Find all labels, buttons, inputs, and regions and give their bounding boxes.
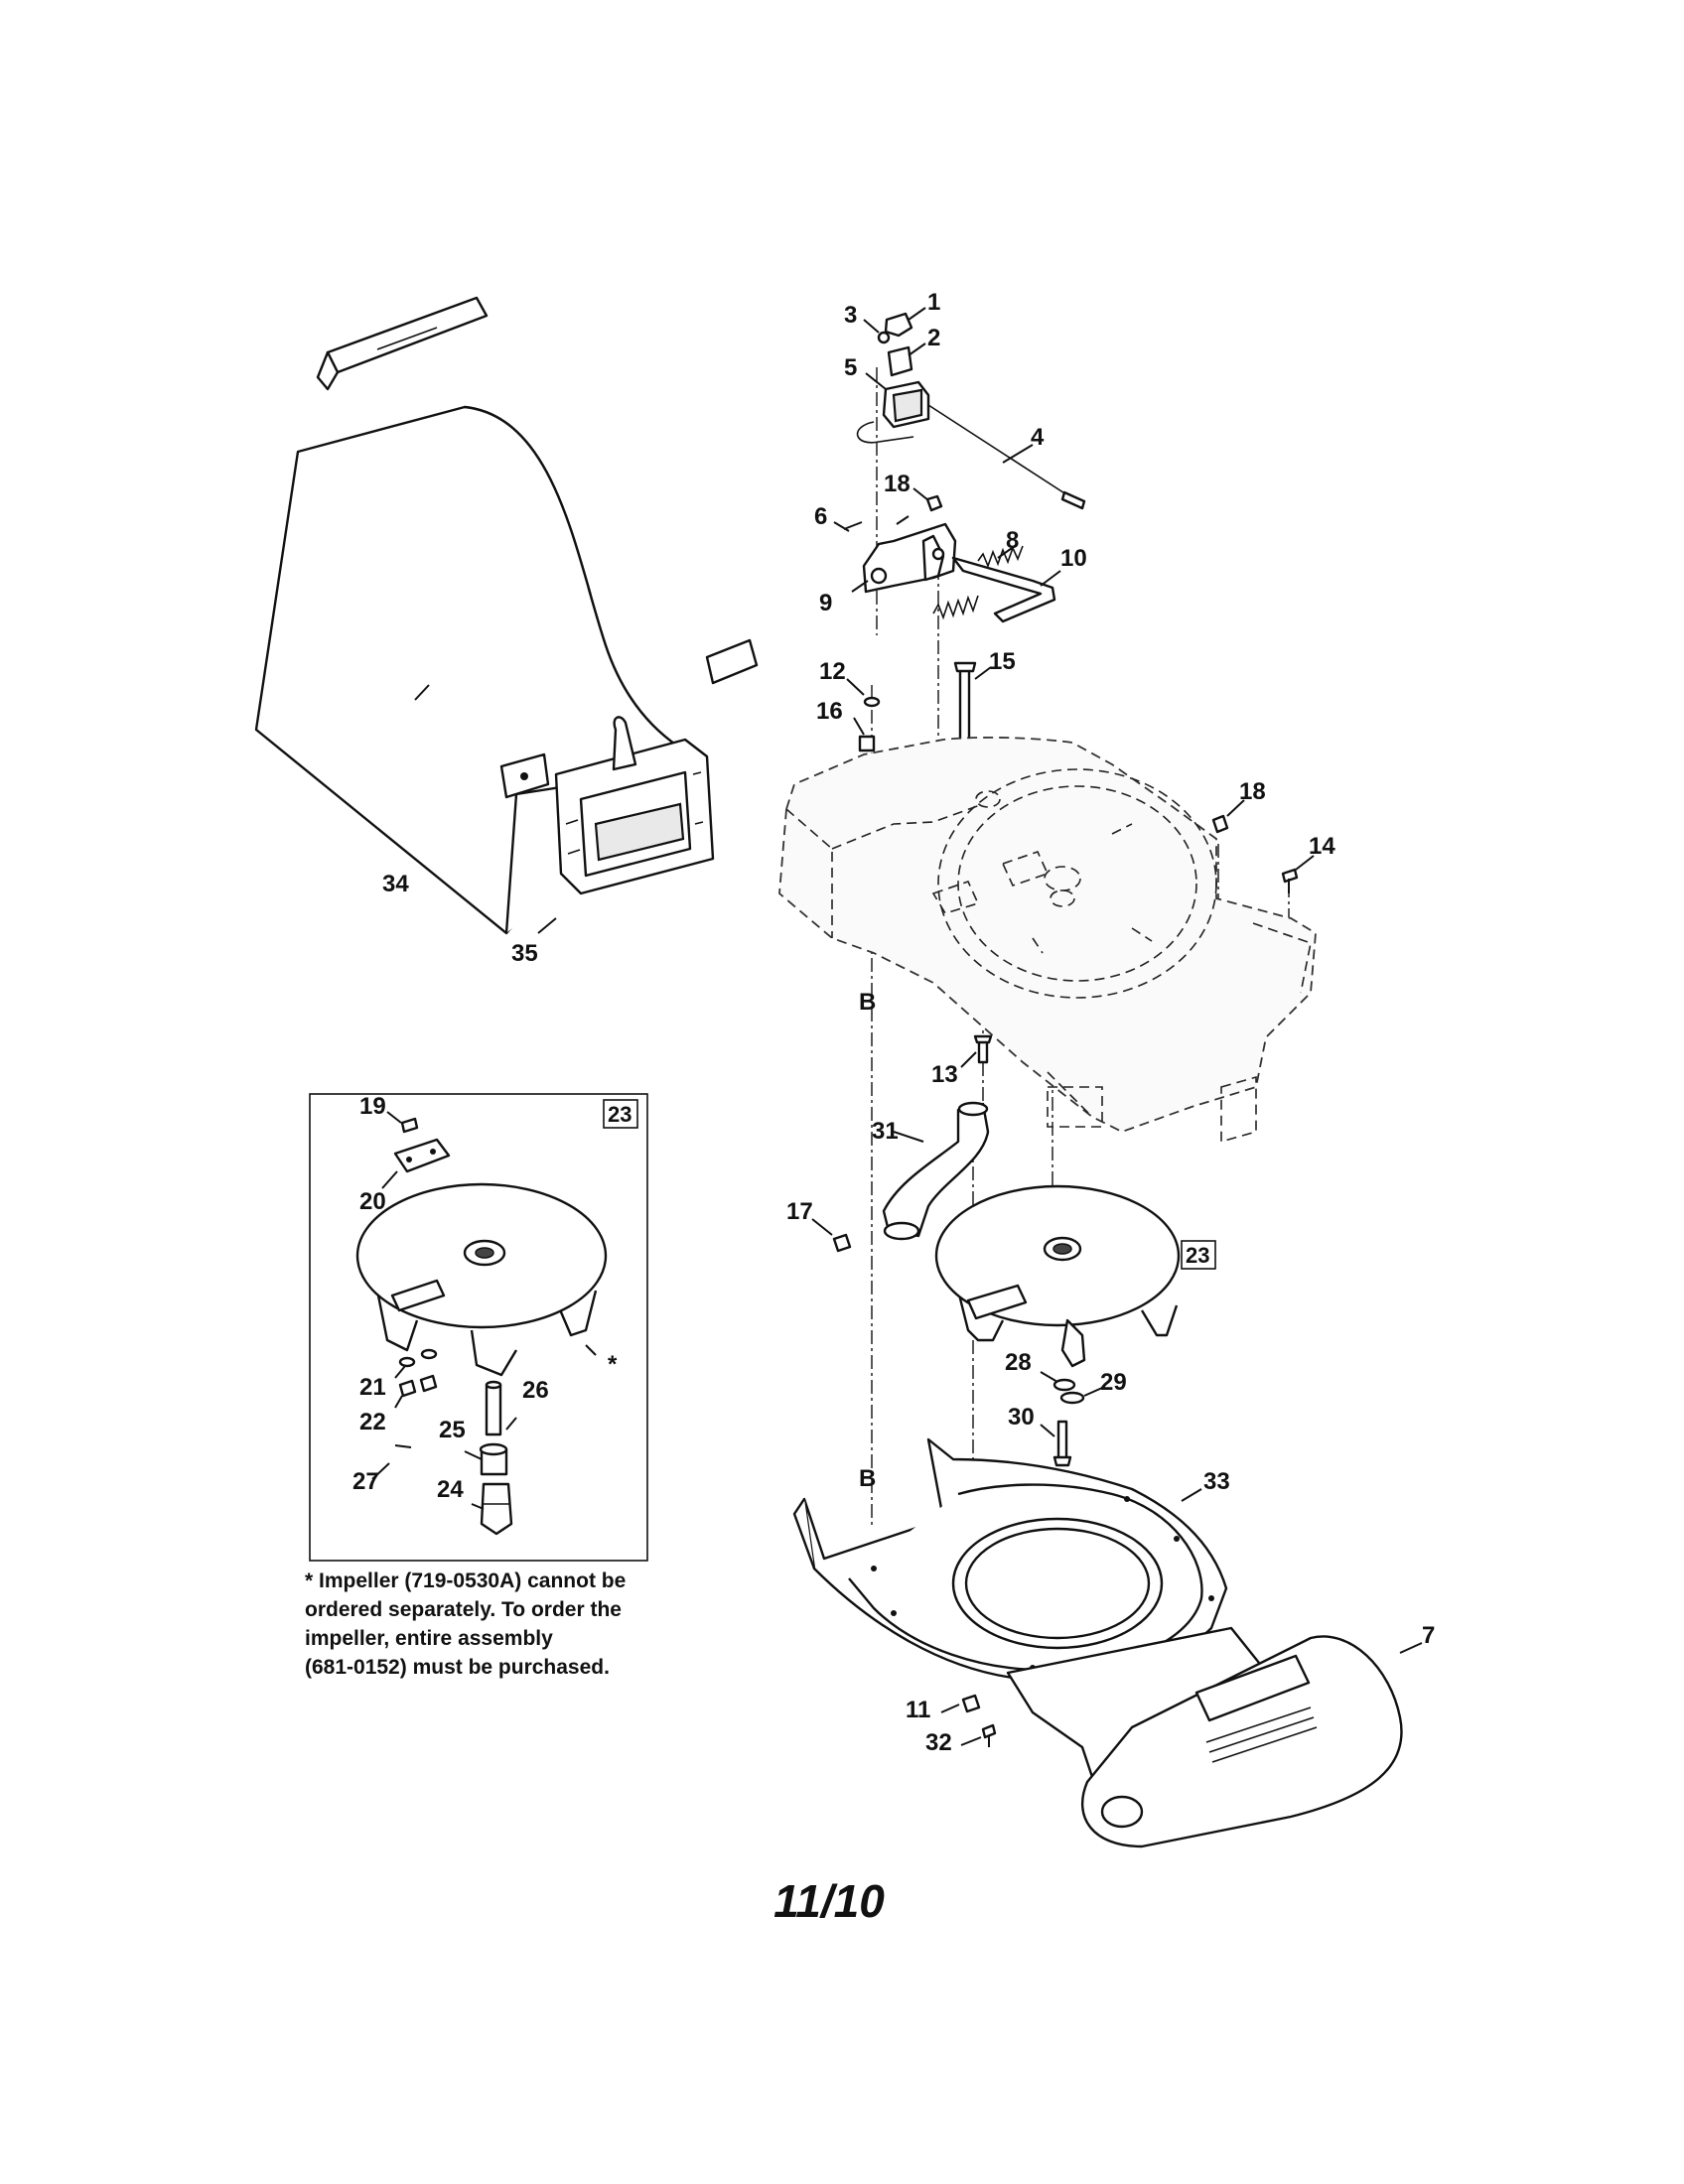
nut-11 (961, 1694, 981, 1713)
inset-detail-box (309, 1093, 648, 1562)
bolt-30 (1052, 1420, 1072, 1467)
inset-shaft-26 (485, 1380, 502, 1436)
callout-28: 28 (1005, 1349, 1032, 1376)
switch-housing-5 (856, 380, 930, 444)
callout-12: 12 (819, 658, 846, 685)
callout-17: 17 (786, 1198, 813, 1225)
bag-adapter-35 (554, 716, 715, 895)
inset-screw-19 (400, 1117, 419, 1134)
callout-18-upper: 18 (884, 471, 911, 497)
callout-33: 33 (1203, 1468, 1230, 1495)
leader-lines (371, 307, 1423, 1746)
washer-29 (1059, 1391, 1085, 1405)
inset-coupler-24 (480, 1482, 513, 1536)
screw-32 (981, 1723, 997, 1747)
callout-5: 5 (844, 354, 857, 381)
blower-deck (778, 736, 1317, 1144)
callout-19: 19 (359, 1093, 386, 1120)
callout-4: 4 (1031, 424, 1045, 451)
washer-12 (863, 696, 881, 708)
switch-cap-1 (884, 312, 913, 338)
callout-labels: 1 2 3 5 4 18 6 8 10 9 12 15 16 18 14 B 1… (352, 289, 1435, 1756)
callout-9: 9 (819, 590, 832, 616)
callout-3: 3 (844, 302, 857, 329)
main-ref-box-23 (1181, 1240, 1216, 1270)
bolt-15 (953, 661, 977, 756)
callout-10: 10 (1060, 545, 1087, 572)
callout-20: 20 (359, 1188, 386, 1215)
callout-32: 32 (925, 1729, 952, 1756)
callout-7: 7 (1422, 1622, 1435, 1649)
nut-18-upper (925, 494, 943, 512)
switch-2 (887, 345, 913, 377)
callout-23-main: 23 (1186, 1243, 1209, 1268)
callout-b-top: B (859, 989, 876, 1016)
callout-15: 15 (989, 648, 1016, 675)
callout-b-bottom: B (859, 1465, 876, 1492)
callout-16: 16 (816, 698, 843, 725)
callout-23-inset: 23 (608, 1102, 632, 1127)
washer-28 (1052, 1378, 1076, 1392)
wire-harness-4 (927, 404, 1086, 510)
callout-1: 1 (927, 289, 940, 316)
inset-washers-21 (398, 1348, 438, 1368)
nut-3 (877, 331, 891, 344)
callout-14: 14 (1309, 833, 1335, 860)
callout-6: 6 (814, 503, 827, 530)
callout-31: 31 (872, 1118, 899, 1145)
callout-8: 8 (1006, 527, 1019, 554)
callout-18-right: 18 (1239, 778, 1266, 805)
nozzle-7 (1006, 1626, 1403, 1848)
spacer-16 (858, 735, 876, 752)
nut-17 (832, 1233, 852, 1253)
callout-25: 25 (439, 1417, 466, 1443)
callout-2: 2 (927, 325, 940, 351)
nut-18-right (1211, 814, 1229, 834)
inset-plate-20 (393, 1138, 451, 1173)
impeller-assembly-23-main (934, 1184, 1181, 1368)
inset-bushing-25 (479, 1442, 508, 1476)
inset-nuts-22 (398, 1374, 438, 1398)
screw-13 (973, 1034, 993, 1064)
bracket-9 (862, 522, 957, 594)
inset-ref-box-23 (603, 1099, 638, 1129)
callout-21: 21 (359, 1374, 386, 1401)
impeller-footnote: * Impeller (719-0530A) cannot be ordered… (305, 1570, 627, 1679)
inset-key-27 (394, 1444, 412, 1448)
callout-34: 34 (382, 871, 409, 897)
cotter-pins-6 (843, 515, 910, 530)
callout-27: 27 (352, 1468, 379, 1495)
page-date: 11/10 (773, 1875, 885, 1927)
discharge-tube-31 (882, 1101, 990, 1241)
callout-asterisk: * (608, 1351, 618, 1378)
callout-35: 35 (511, 940, 538, 967)
lower-housing-33 (792, 1437, 1228, 1682)
callout-22: 22 (359, 1409, 386, 1435)
inset-impeller (355, 1182, 608, 1377)
callout-11: 11 (906, 1697, 930, 1723)
callout-24: 24 (437, 1476, 464, 1503)
callout-26: 26 (522, 1377, 549, 1404)
screw-14 (1281, 868, 1299, 893)
handle-rod-10 (951, 556, 1056, 623)
callout-29: 29 (1100, 1369, 1127, 1396)
callout-13: 13 (931, 1061, 958, 1088)
callout-30: 30 (1008, 1404, 1035, 1431)
